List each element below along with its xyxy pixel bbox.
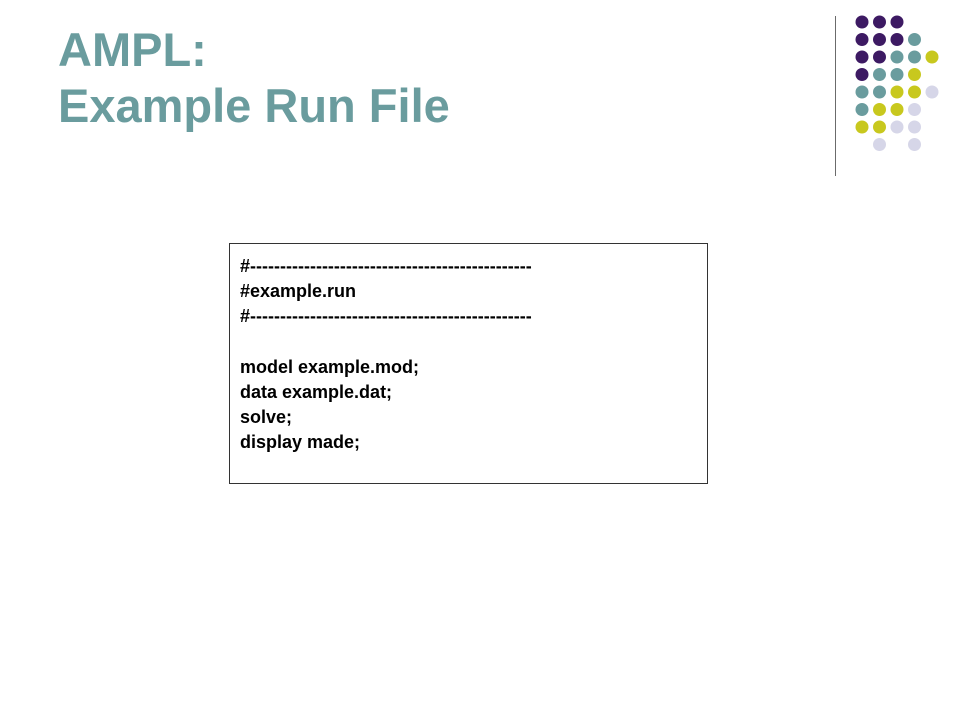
- decorative-dot: [890, 103, 904, 116]
- decorative-dot: [890, 120, 904, 134]
- decorative-dot: [873, 50, 886, 64]
- decorative-dot: [873, 15, 886, 29]
- code-line: #---------------------------------------…: [240, 256, 532, 276]
- decorative-dot: [908, 120, 921, 134]
- decorative-dot: [855, 50, 869, 64]
- decorative-dot: [925, 85, 939, 99]
- decorative-dot: [873, 33, 886, 46]
- code-line: display made;: [240, 432, 361, 452]
- decorative-dot: [890, 85, 904, 99]
- decorative-dot: [855, 33, 869, 46]
- decorative-dot: [908, 103, 921, 116]
- decorative-dot: [873, 85, 886, 99]
- decorative-dot: [873, 68, 886, 81]
- slide-title-line-2: Example Run File: [58, 79, 450, 132]
- decorative-dot: [925, 50, 939, 64]
- decorative-dot: [908, 33, 921, 46]
- decorative-dot: [908, 68, 921, 81]
- decorative-dot: [908, 50, 921, 64]
- decorative-dot: [873, 103, 886, 116]
- decorative-dot: [855, 68, 869, 81]
- decorative-dot: [873, 120, 886, 134]
- slide-title: AMPL: Example Run File: [58, 22, 450, 134]
- decorative-dot: [890, 15, 904, 29]
- dot-grid-graphic: [855, 15, 939, 151]
- decorative-dot: [855, 120, 869, 134]
- decorative-dot: [890, 50, 904, 64]
- decorative-dot-grid: [850, 14, 950, 159]
- code-line: #example.run: [240, 281, 357, 301]
- decorative-dot: [855, 103, 869, 116]
- decorative-dot: [855, 15, 869, 29]
- decorative-dot: [890, 33, 904, 46]
- code-line: model example.mod;: [240, 357, 420, 377]
- vertical-divider: [835, 16, 836, 176]
- code-line: data example.dat;: [240, 382, 393, 402]
- code-box: #---------------------------------------…: [229, 243, 708, 484]
- code-line-blank: [240, 329, 697, 355]
- decorative-dot: [908, 138, 921, 151]
- decorative-dot: [873, 138, 886, 151]
- decorative-dot: [890, 68, 904, 81]
- decorative-dot: [908, 85, 921, 99]
- code-line: solve;: [240, 407, 293, 427]
- code-line: #---------------------------------------…: [240, 306, 532, 326]
- decorative-dot: [855, 85, 869, 99]
- slide-title-line-1: AMPL:: [58, 23, 207, 76]
